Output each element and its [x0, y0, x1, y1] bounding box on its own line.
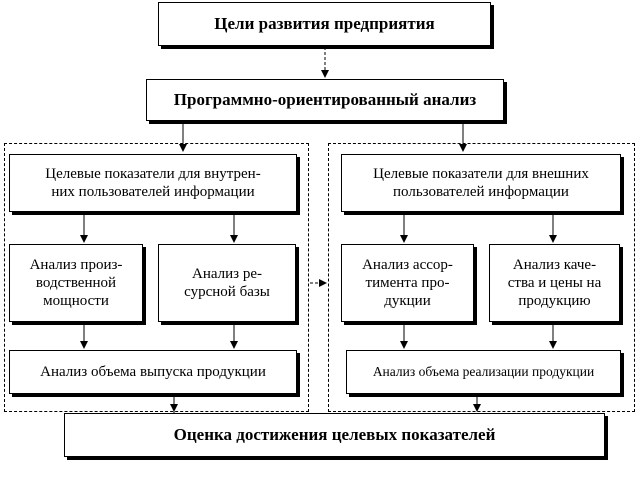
development-goals-box: Цели развития предприятия — [158, 2, 491, 46]
program-analysis-box: Программно-ориентированный анализ — [146, 79, 504, 121]
quality-price-analysis-box: Анализ каче- ства и цены на продукцию — [489, 244, 620, 322]
assortment-analysis-box: Анализ ассор- тимента про- дукции — [341, 244, 474, 322]
external-indicators-label: Целевые показатели для внешних пользоват… — [373, 166, 589, 200]
output-volume-box: Анализ объема выпуска продукции — [9, 350, 297, 394]
final-evaluation-label: Оценка достижения целевых показателей — [173, 424, 496, 444]
program-analysis-label: Программно-ориентированный анализ — [173, 89, 477, 109]
resource-analysis-label: Анализ ре- сурсной базы — [184, 266, 270, 300]
assortment-analysis-label: Анализ ассор- тимента про- дукции — [362, 257, 453, 309]
external-users-frame — [328, 143, 635, 412]
development-goals-label: Цели развития предприятия — [214, 13, 435, 33]
sales-volume-box: Анализ объема реализации продукции — [346, 350, 621, 394]
capacity-analysis-box: Анализ произ- водственной мощности — [9, 244, 143, 322]
resource-analysis-box: Анализ ре- сурсной базы — [158, 244, 296, 322]
internal-indicators-box: Целевые показатели для внутрен- них поль… — [9, 154, 297, 212]
capacity-analysis-label: Анализ произ- водственной мощности — [29, 257, 123, 309]
quality-price-analysis-label: Анализ каче- ства и цены на продукцию — [507, 257, 602, 309]
sales-volume-label: Анализ объема реализации продукции — [372, 363, 595, 379]
internal-users-frame — [4, 143, 309, 412]
internal-indicators-label: Целевые показатели для внутрен- них поль… — [45, 166, 261, 200]
external-indicators-box: Целевые показатели для внешних пользоват… — [341, 154, 621, 212]
final-evaluation-box: Оценка достижения целевых показателей — [64, 413, 605, 457]
output-volume-label: Анализ объема выпуска продукции — [40, 364, 266, 380]
